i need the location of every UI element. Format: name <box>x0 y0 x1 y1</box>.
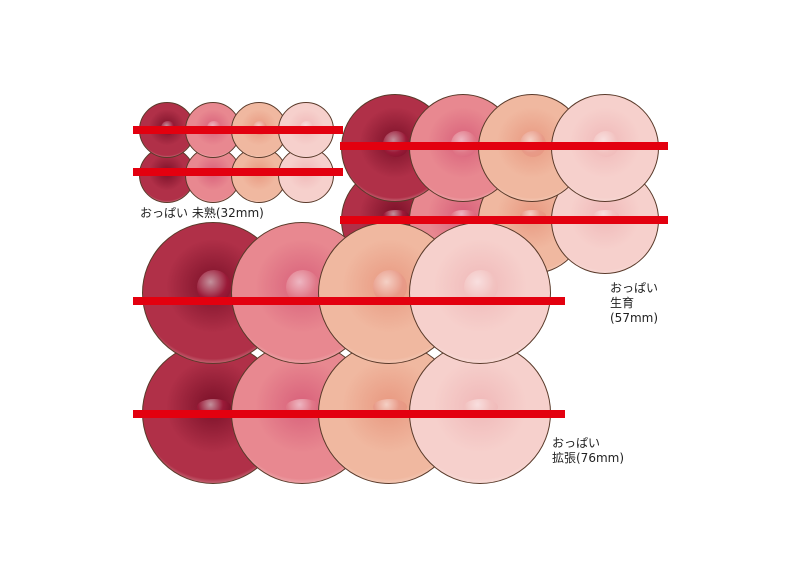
small-censor-bar-2 <box>133 168 343 176</box>
label-medium-3: (57mm) <box>610 311 659 325</box>
label-large-1: おっぱい <box>552 436 601 450</box>
large-censor-bar-1 <box>133 297 565 305</box>
nipple-shape <box>520 209 546 222</box>
nipple-shape <box>451 209 477 222</box>
medium-censor-bar-2 <box>340 216 668 224</box>
large-disc-row1-4 <box>409 222 551 364</box>
label-small: おっぱい 未熟(32mm) <box>140 206 264 220</box>
nipple-shape <box>383 209 409 222</box>
medium-censor-bar-1 <box>340 142 668 150</box>
label-medium-2: 生育 <box>610 296 635 310</box>
large-censor-bar-2 <box>133 410 565 418</box>
label-large-2: 拡張(76mm) <box>552 451 625 465</box>
label-medium-1: おっぱい <box>610 281 659 295</box>
small-censor-bar-1 <box>133 126 343 134</box>
nipple-shape <box>593 209 619 222</box>
